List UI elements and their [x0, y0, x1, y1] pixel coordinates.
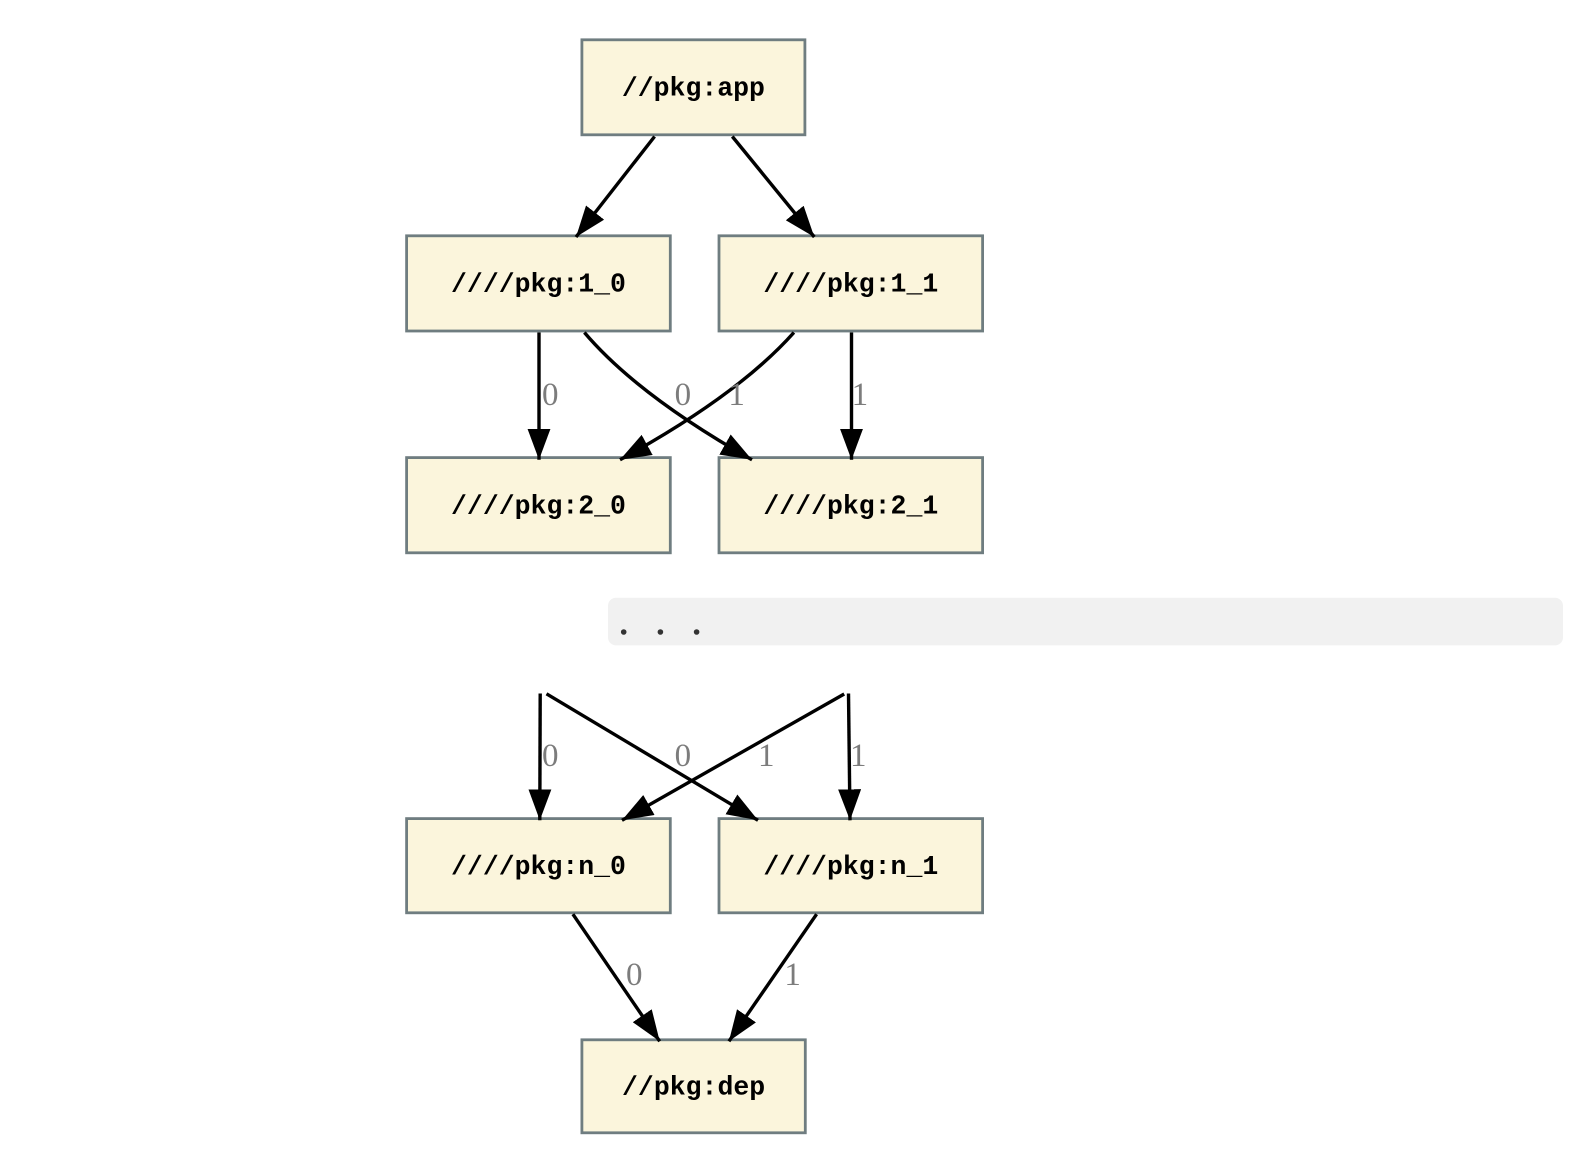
svg-text:////pkg:n_1: ////pkg:n_1 [763, 852, 938, 882]
svg-text://pkg:app: //pkg:app [622, 74, 765, 104]
svg-text:////pkg:2_0: ////pkg:2_0 [451, 491, 626, 521]
svg-text:1: 1 [852, 377, 869, 413]
svg-text:0: 0 [675, 738, 692, 774]
svg-text:1: 1 [784, 957, 801, 993]
svg-text:0: 0 [675, 377, 692, 413]
svg-text:1: 1 [728, 377, 745, 413]
svg-text:0: 0 [542, 738, 559, 774]
svg-text:////pkg:1_1: ////pkg:1_1 [763, 270, 938, 300]
svg-text://pkg:dep: //pkg:dep [622, 1073, 765, 1103]
svg-text:////pkg:2_1: ////pkg:2_1 [763, 491, 938, 521]
svg-text:////pkg:1_0: ////pkg:1_0 [451, 270, 626, 300]
svg-text:////pkg:n_0: ////pkg:n_0 [451, 852, 626, 882]
svg-text:1: 1 [758, 738, 775, 774]
svg-text:1: 1 [850, 738, 867, 774]
svg-text:0: 0 [626, 957, 643, 993]
svg-text:0: 0 [542, 377, 559, 413]
